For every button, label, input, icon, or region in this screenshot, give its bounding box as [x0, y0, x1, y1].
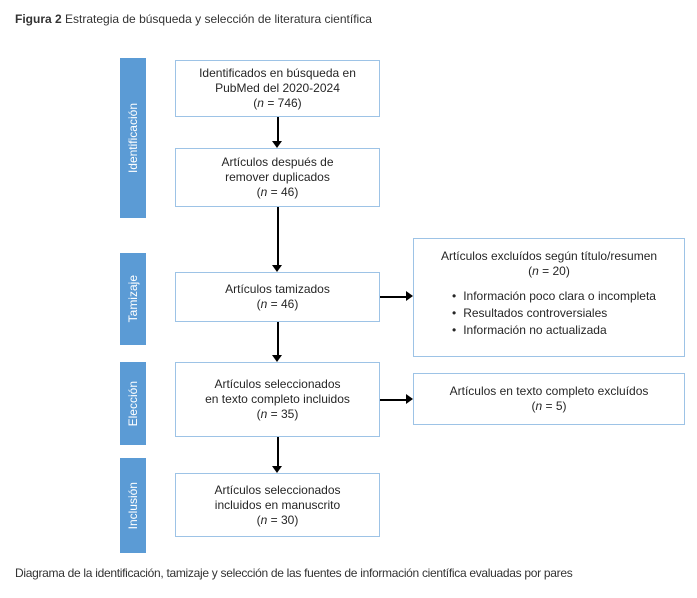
exclusion-reason: Resultados controversiales — [452, 306, 684, 321]
figure-title: Figura 2 Estrategia de búsqueda y selecc… — [15, 12, 372, 26]
box-text-line: incluidos en manuscrito — [214, 497, 341, 512]
stage-label: Tamizaje — [126, 275, 140, 323]
flow-box-deduplicated: Artículos después de remover duplicados … — [175, 148, 380, 207]
box-text-line: Artículos seleccionados — [214, 482, 341, 497]
stage-label: Inclusión — [126, 481, 140, 530]
box-count: (n = 35) — [256, 407, 299, 421]
flow-box-manuscript-included: Artículos seleccionados incluidos en man… — [175, 473, 380, 537]
flow-box-identified: Identificados en búsqueda en PubMed del … — [175, 60, 380, 117]
box-text-line: Artículos tamizados — [225, 282, 330, 296]
arrow-down-icon — [272, 117, 283, 148]
stage-label: Elección — [126, 380, 140, 427]
arrow-right-icon — [380, 291, 413, 302]
box-count: (n = 746) — [253, 96, 302, 110]
exclusion-reason: Información poco clara o incompleta — [452, 289, 684, 304]
arrow-down-icon — [272, 207, 283, 272]
box-count: (n = 46) — [256, 297, 299, 311]
box-title: Artículos en texto completo excluídos — [449, 384, 649, 398]
exclusion-reason-list: Información poco clara o incompleta Resu… — [414, 289, 684, 338]
stage-bar-tamizaje: Tamizaje — [120, 253, 146, 345]
box-count: (n = 46) — [256, 185, 299, 199]
stage-bar-identificacion: Identificación — [120, 58, 146, 218]
flow-box-screened: Artículos tamizados (n = 46) — [175, 272, 380, 322]
box-text-line: en texto completo incluidos — [205, 392, 350, 406]
box-text-line: remover duplicados — [225, 170, 330, 184]
box-count: (n = 30) — [256, 512, 299, 527]
box-text-line: Artículos después de — [221, 155, 334, 169]
stage-bar-eleccion: Elección — [120, 362, 146, 445]
figure-title-text: Estrategia de búsqueda y selección de li… — [61, 12, 372, 26]
flow-box-excluded-screening: Artículos excluídos según título/resumen… — [413, 238, 685, 357]
flow-box-excluded-fulltext: Artículos en texto completo excluídos (n… — [413, 373, 685, 425]
figure-caption: Diagrama de la identificación, tamizaje … — [15, 566, 573, 580]
box-text-line: Artículos seleccionados — [214, 377, 341, 391]
arrow-right-icon — [380, 394, 413, 405]
box-text-line: PubMed del 2020-2024 — [215, 81, 340, 95]
box-count: (n = 20) — [528, 264, 570, 278]
box-text-line: Identificados en búsqueda en — [199, 66, 356, 80]
box-title: Artículos excluídos según título/resumen — [440, 249, 658, 263]
figure-label: Figura 2 — [15, 12, 62, 26]
exclusion-reason: Información no actualizada — [452, 323, 684, 338]
box-count: (n = 5) — [531, 399, 567, 413]
flow-box-fulltext-included: Artículos seleccionados en texto complet… — [175, 362, 380, 437]
stage-bar-inclusion: Inclusión — [120, 458, 146, 553]
stage-label: Identificación — [126, 102, 140, 174]
arrow-down-icon — [272, 437, 283, 473]
arrow-down-icon — [272, 322, 283, 362]
